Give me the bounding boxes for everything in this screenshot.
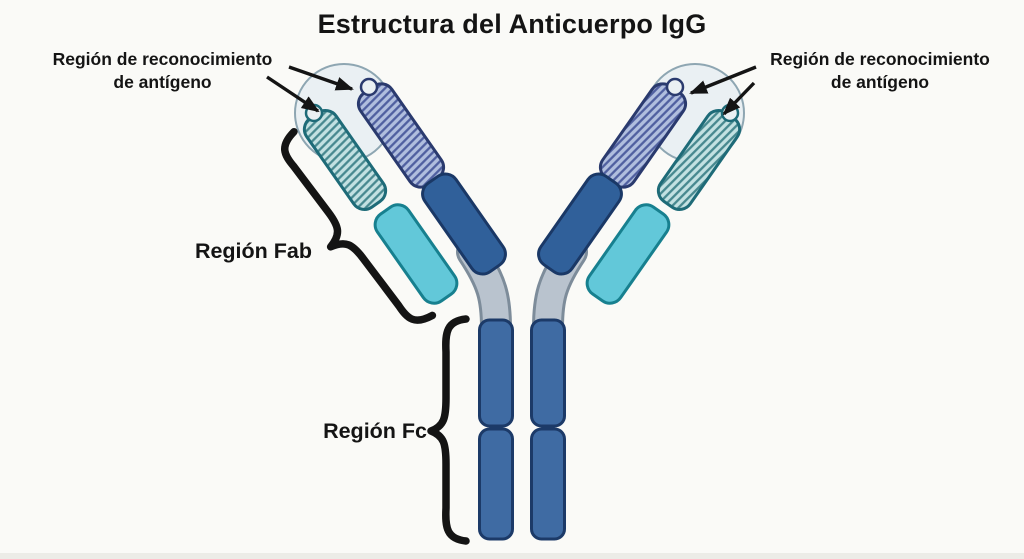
light-chain-constant-left [373,203,459,305]
arrow-right-to-light-notch [722,81,756,116]
heavy-chain-ch1-left [421,172,507,276]
antigen-recognition-label-right-line2: de antígeno [830,71,930,92]
antigen-recognition-label-right: Región de reconocimiento de antígeno [735,48,1024,93]
fc-domain-ch3-right [530,427,566,541]
fc-domain-ch2-left [478,318,514,428]
fab-region-brace [281,127,437,324]
binding-notch-left-heavy [359,77,379,97]
heavy-chain-ch1-right [537,172,623,276]
antigen-recognition-label-right-line1: Región de reconocimiento [770,49,990,69]
fc-domain-ch2-right [530,318,566,428]
light-chain-constant-right [585,203,671,305]
page-bottom-edge [0,553,1024,559]
fc-region-brace [427,315,470,545]
fc-region-label: Región Fc [323,419,427,443]
antigen-recognition-label-left-line2: de antígeno [113,71,212,92]
page-title: Estructura del Anticuerpo IgG [317,9,707,39]
arrow-right-to-heavy-notch [689,65,757,95]
binding-notch-right-heavy [665,77,685,97]
arrow-left-to-heavy-notch [288,65,354,91]
fc-domain-ch3-left [478,427,514,541]
antigen-recognition-label-left-line1: Región de reconocimiento [52,49,273,69]
fab-region-label: Región Fab [194,239,312,263]
arrow-left-to-light-notch [266,75,320,113]
antigen-recognition-label-left: Región de reconocimiento de antígeno [15,48,310,93]
